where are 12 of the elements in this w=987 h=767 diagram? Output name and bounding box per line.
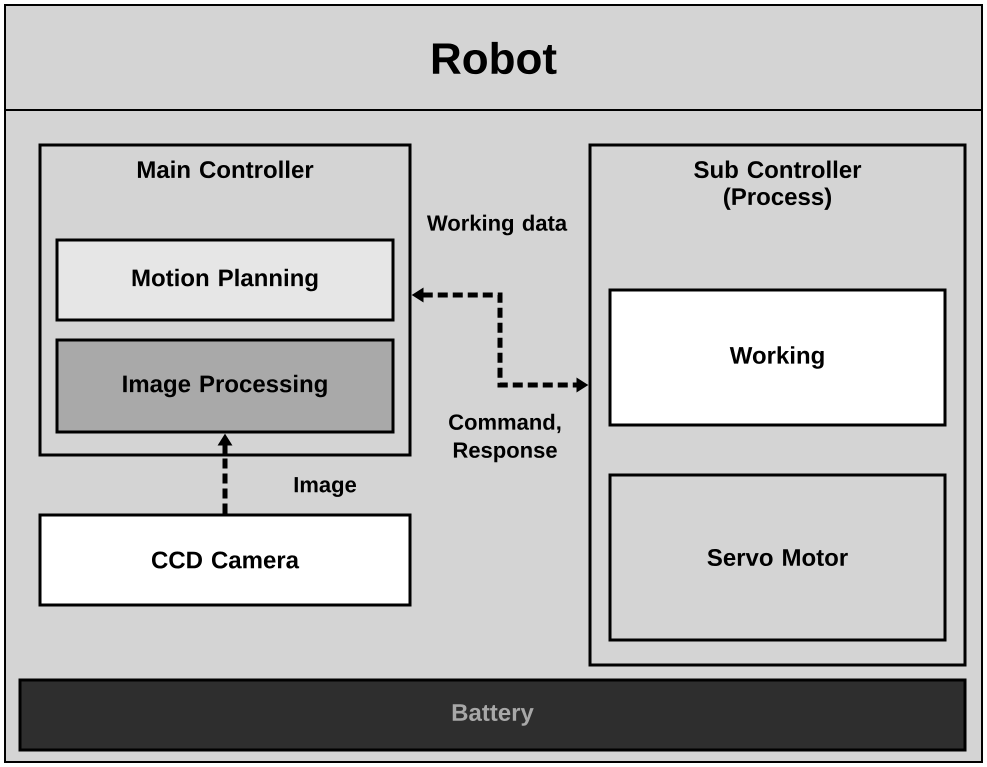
box-heading: Main Controller xyxy=(138,160,314,178)
edge-label: Working data xyxy=(426,214,568,236)
battery-bar: Battery xyxy=(18,678,966,752)
edge-label: Image xyxy=(294,477,356,497)
note: Command, Response xyxy=(449,414,560,462)
box-heading: Sub Controller (Process) xyxy=(694,160,862,210)
process-box: Image Processing xyxy=(56,338,394,434)
title: Robot xyxy=(432,42,556,74)
process-box: Motion Planning xyxy=(56,238,394,322)
process-box: Working xyxy=(608,288,946,426)
process-box: CCD Camera xyxy=(38,514,412,606)
process-box: Servo Motor xyxy=(608,474,946,642)
